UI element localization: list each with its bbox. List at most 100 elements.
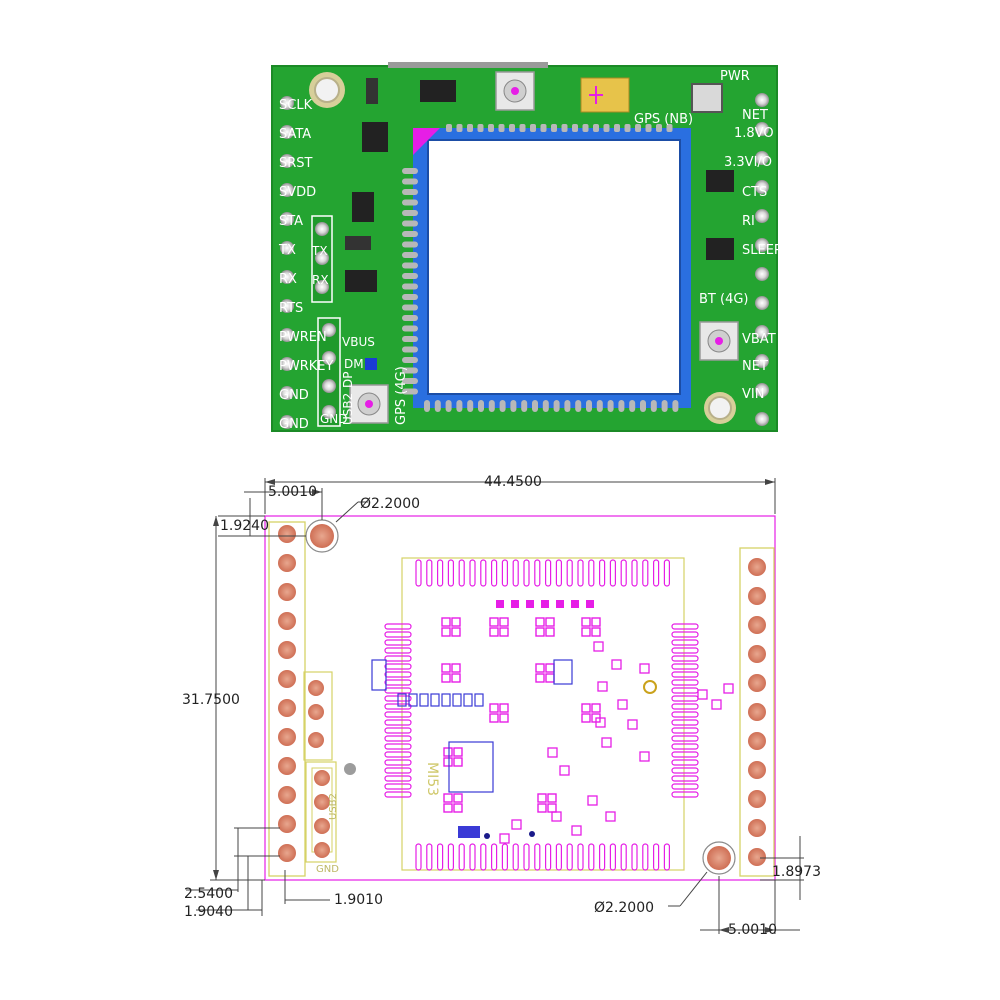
module-pads-left bbox=[402, 168, 418, 395]
copper-pin bbox=[748, 819, 766, 837]
label-dm: DM bbox=[344, 357, 364, 371]
footprint-pad bbox=[384, 647, 412, 654]
module-pad bbox=[640, 400, 646, 412]
footprint-pad bbox=[384, 735, 412, 742]
footprint-pad bbox=[671, 735, 699, 742]
drill-hole-top-left bbox=[305, 519, 339, 553]
smd-pad bbox=[547, 747, 558, 758]
footprint-pad bbox=[458, 559, 465, 587]
hole-x-bottom-dimension: 5.0010 bbox=[728, 922, 777, 938]
footprint-pad bbox=[534, 559, 541, 587]
footprint-pad bbox=[384, 631, 412, 638]
module-pad bbox=[645, 124, 652, 132]
inner-pad bbox=[441, 673, 451, 683]
left-pin-label: GND bbox=[279, 417, 309, 432]
footprint-pad bbox=[384, 727, 412, 734]
left-pin-label: STA bbox=[279, 214, 303, 229]
footprint-pad bbox=[671, 647, 699, 654]
footprint-pads-top bbox=[415, 559, 671, 587]
left-pin-label: RTS bbox=[279, 301, 303, 316]
module-pad bbox=[521, 400, 528, 412]
fiducial bbox=[344, 763, 356, 775]
footprint-pad bbox=[620, 559, 627, 587]
hole-diameter-top: Ø2.2000 bbox=[360, 496, 420, 512]
mounting-hole-bottom-right bbox=[704, 392, 736, 424]
inner-pad bbox=[537, 793, 547, 803]
copper-pin bbox=[278, 699, 296, 717]
module-pad bbox=[519, 124, 526, 132]
smd-pad bbox=[559, 765, 570, 776]
module-pad bbox=[402, 273, 418, 279]
module-pad bbox=[402, 252, 418, 258]
module-pad bbox=[402, 294, 418, 300]
footprint-pad bbox=[491, 559, 498, 587]
header-pin bbox=[280, 241, 294, 255]
right-pin-label: 3.3VI/O bbox=[724, 155, 772, 170]
module-pad bbox=[532, 400, 538, 412]
smd-pad bbox=[587, 795, 598, 806]
module-pad bbox=[530, 124, 536, 132]
footprint-pad bbox=[384, 791, 412, 798]
module-pad bbox=[402, 220, 418, 227]
module-pad bbox=[477, 124, 484, 132]
module-pad bbox=[456, 124, 463, 132]
inner-pad bbox=[535, 673, 545, 683]
footprint-pad bbox=[652, 843, 660, 871]
footprint-pad bbox=[671, 663, 699, 670]
footprint-pad bbox=[598, 843, 606, 871]
inner-pad bbox=[535, 617, 545, 627]
inner-pad bbox=[581, 713, 591, 723]
header-pin bbox=[280, 415, 294, 429]
gsm-module bbox=[402, 124, 691, 412]
board-outline bbox=[264, 515, 776, 881]
smd-pad bbox=[711, 699, 722, 710]
hole-y-top-dimension: 1.9240 bbox=[220, 518, 269, 534]
dimension-lines bbox=[186, 478, 804, 934]
module-pad bbox=[561, 124, 568, 132]
copper-pin bbox=[278, 612, 296, 630]
inner-pad bbox=[526, 600, 534, 608]
smd-pad bbox=[499, 833, 510, 844]
footprint-pad bbox=[384, 711, 412, 718]
header-pin bbox=[280, 154, 294, 168]
module-pad bbox=[402, 231, 418, 237]
copper-pin bbox=[748, 732, 766, 750]
footprint-pad bbox=[426, 559, 433, 587]
footprint-pad bbox=[577, 843, 584, 871]
module-pad bbox=[402, 199, 418, 206]
footprint-pad bbox=[501, 843, 508, 871]
inner-pad bbox=[591, 703, 601, 713]
copper-pin bbox=[748, 761, 766, 779]
copper-pin bbox=[278, 844, 296, 862]
header-pin bbox=[755, 151, 769, 165]
copper-pin bbox=[278, 786, 296, 804]
module-pad bbox=[402, 168, 418, 174]
header-pin bbox=[755, 238, 769, 252]
module-pad bbox=[467, 124, 473, 132]
smd-pad bbox=[697, 689, 708, 700]
copper-pin bbox=[278, 670, 296, 688]
bt-4g-antenna-connector bbox=[699, 321, 739, 361]
module-pad bbox=[596, 400, 603, 412]
module-pad bbox=[650, 400, 657, 412]
module-pad bbox=[402, 283, 418, 290]
smd-pad bbox=[639, 751, 650, 762]
footprint-pads-right bbox=[671, 623, 699, 798]
inner-pad bbox=[451, 617, 461, 627]
footprint-pad bbox=[384, 783, 412, 790]
module-pad bbox=[540, 124, 547, 132]
module-pad bbox=[582, 124, 589, 132]
inner-pad bbox=[441, 627, 451, 637]
copper-pin bbox=[278, 525, 296, 543]
module-pad bbox=[499, 400, 506, 412]
header-pin bbox=[280, 386, 294, 400]
dimension-arrows bbox=[213, 479, 775, 933]
module-pad bbox=[402, 378, 418, 384]
header-pin bbox=[755, 325, 769, 339]
hole-y-bottom-dimension: 1.8973 bbox=[772, 864, 821, 880]
module-pad bbox=[586, 400, 592, 412]
header-pin bbox=[755, 180, 769, 194]
footprint-pad bbox=[512, 559, 519, 587]
height-dimension: 31.7500 bbox=[182, 692, 240, 708]
right-pin-header bbox=[755, 93, 769, 426]
